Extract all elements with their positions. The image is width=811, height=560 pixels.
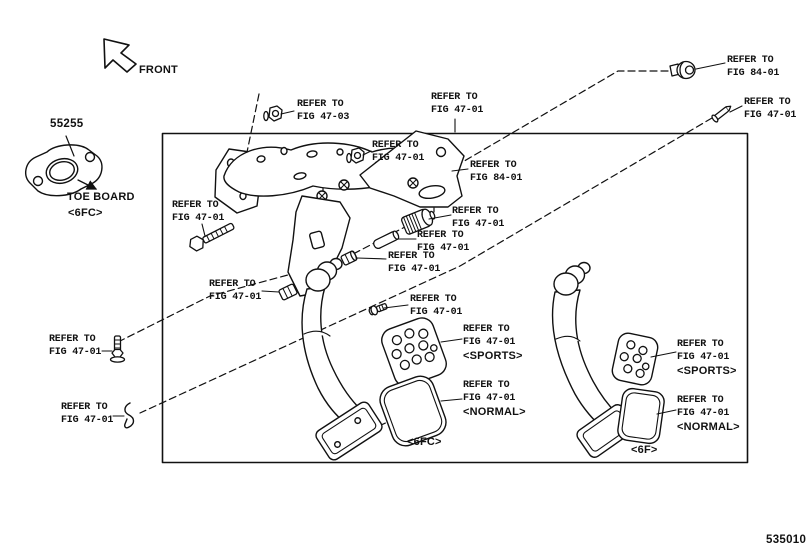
hardware-parts [109, 60, 732, 429]
pin-fig-47-01 [711, 105, 732, 123]
nut-fig-47-01 [346, 147, 365, 164]
normal-pad-6fc [379, 375, 447, 447]
callout-leader-lines [101, 62, 743, 417]
nut-fig-47-03 [263, 105, 283, 122]
part-number-55255: 55255 [50, 118, 84, 130]
clutch-pedal-6fc [301, 257, 383, 461]
normal-pad-6f [617, 387, 665, 445]
sports-pad-6fc [381, 317, 447, 387]
toe-board-label: TOE BOARD [67, 191, 135, 203]
outer-mounting-bolt [109, 335, 126, 363]
pivot-bushing [278, 283, 298, 301]
toe-board-variant: <6FC> [68, 207, 103, 219]
pedal-support-bracket [214, 130, 465, 297]
push-rod [373, 230, 400, 250]
sports-pad-6f [611, 332, 659, 386]
toe-board-gasket-part [25, 135, 103, 197]
bracket-fastener-marks [316, 177, 419, 202]
pivot-bolt [189, 222, 235, 252]
pedal-6fc-variant: <6FC> [407, 436, 442, 448]
stopper-bolt [368, 303, 388, 316]
front-label: FRONT [139, 64, 178, 76]
pedal-6f-variant: <6F> [631, 444, 658, 456]
retainer-clip [124, 402, 135, 429]
diagram-number: 535010 [766, 534, 807, 546]
front-direction-arrow-icon [103, 38, 137, 73]
switch-grommet-84-01 [669, 60, 696, 80]
pedal-pad-6fc [315, 401, 383, 461]
collar-bushing [340, 250, 358, 266]
spring-capsule [400, 208, 436, 235]
diagram-border [161, 132, 749, 464]
